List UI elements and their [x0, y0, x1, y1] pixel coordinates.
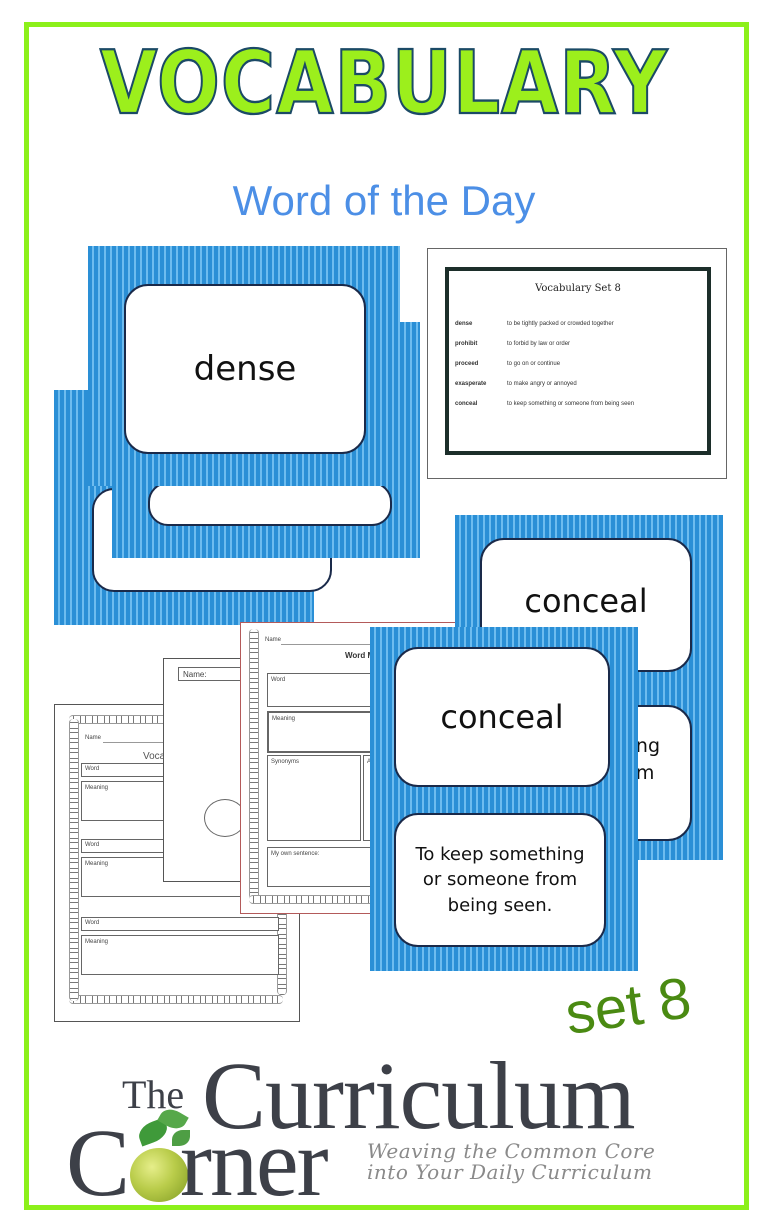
tagline-line-1: Weaving the Common Core — [367, 1139, 656, 1163]
conceal-word: conceal — [440, 698, 564, 736]
logo-curriculum: Curriculum — [202, 1042, 636, 1149]
name-label: Name: — [183, 670, 207, 679]
conceal-word-box: conceal — [394, 647, 610, 787]
cloud-icon — [204, 799, 246, 837]
logo-tagline: Weaving the Common Core into Your Daily … — [367, 1141, 655, 1183]
green-border-frame — [24, 22, 749, 1210]
word-of-the-day-subtitle: Word of the Day — [232, 177, 536, 224]
definition-text: To keep something or someone from being … — [415, 844, 585, 916]
logo-corner: rner — [180, 1109, 329, 1216]
worksheet-title: Word Ma — [345, 651, 379, 660]
conceal-card: conceal To keep something or someone fro… — [370, 627, 638, 971]
definition-box: To keep something or someone from being … — [394, 813, 606, 947]
dense-word: dense — [193, 349, 297, 389]
conceal-word: conceal — [524, 582, 648, 620]
apple-icon — [130, 1148, 188, 1202]
name-label: Name — [85, 735, 102, 741]
tagline-line-2: into Your Daily Curriculum — [367, 1160, 653, 1184]
name-label: Name — [265, 637, 282, 643]
worksheet-title: Vocabu — [143, 751, 177, 762]
dense-card: dense — [88, 246, 400, 486]
logo-the: The — [122, 1072, 185, 1117]
vocabulary-title: VOCABULARY — [99, 32, 668, 135]
card-box — [148, 482, 392, 526]
leaf-icon — [172, 1130, 190, 1146]
vocab-list-title: Vocabulary Set 8 — [535, 283, 621, 294]
logo-c: C — [66, 1109, 131, 1216]
dense-word-box: dense — [124, 284, 366, 454]
